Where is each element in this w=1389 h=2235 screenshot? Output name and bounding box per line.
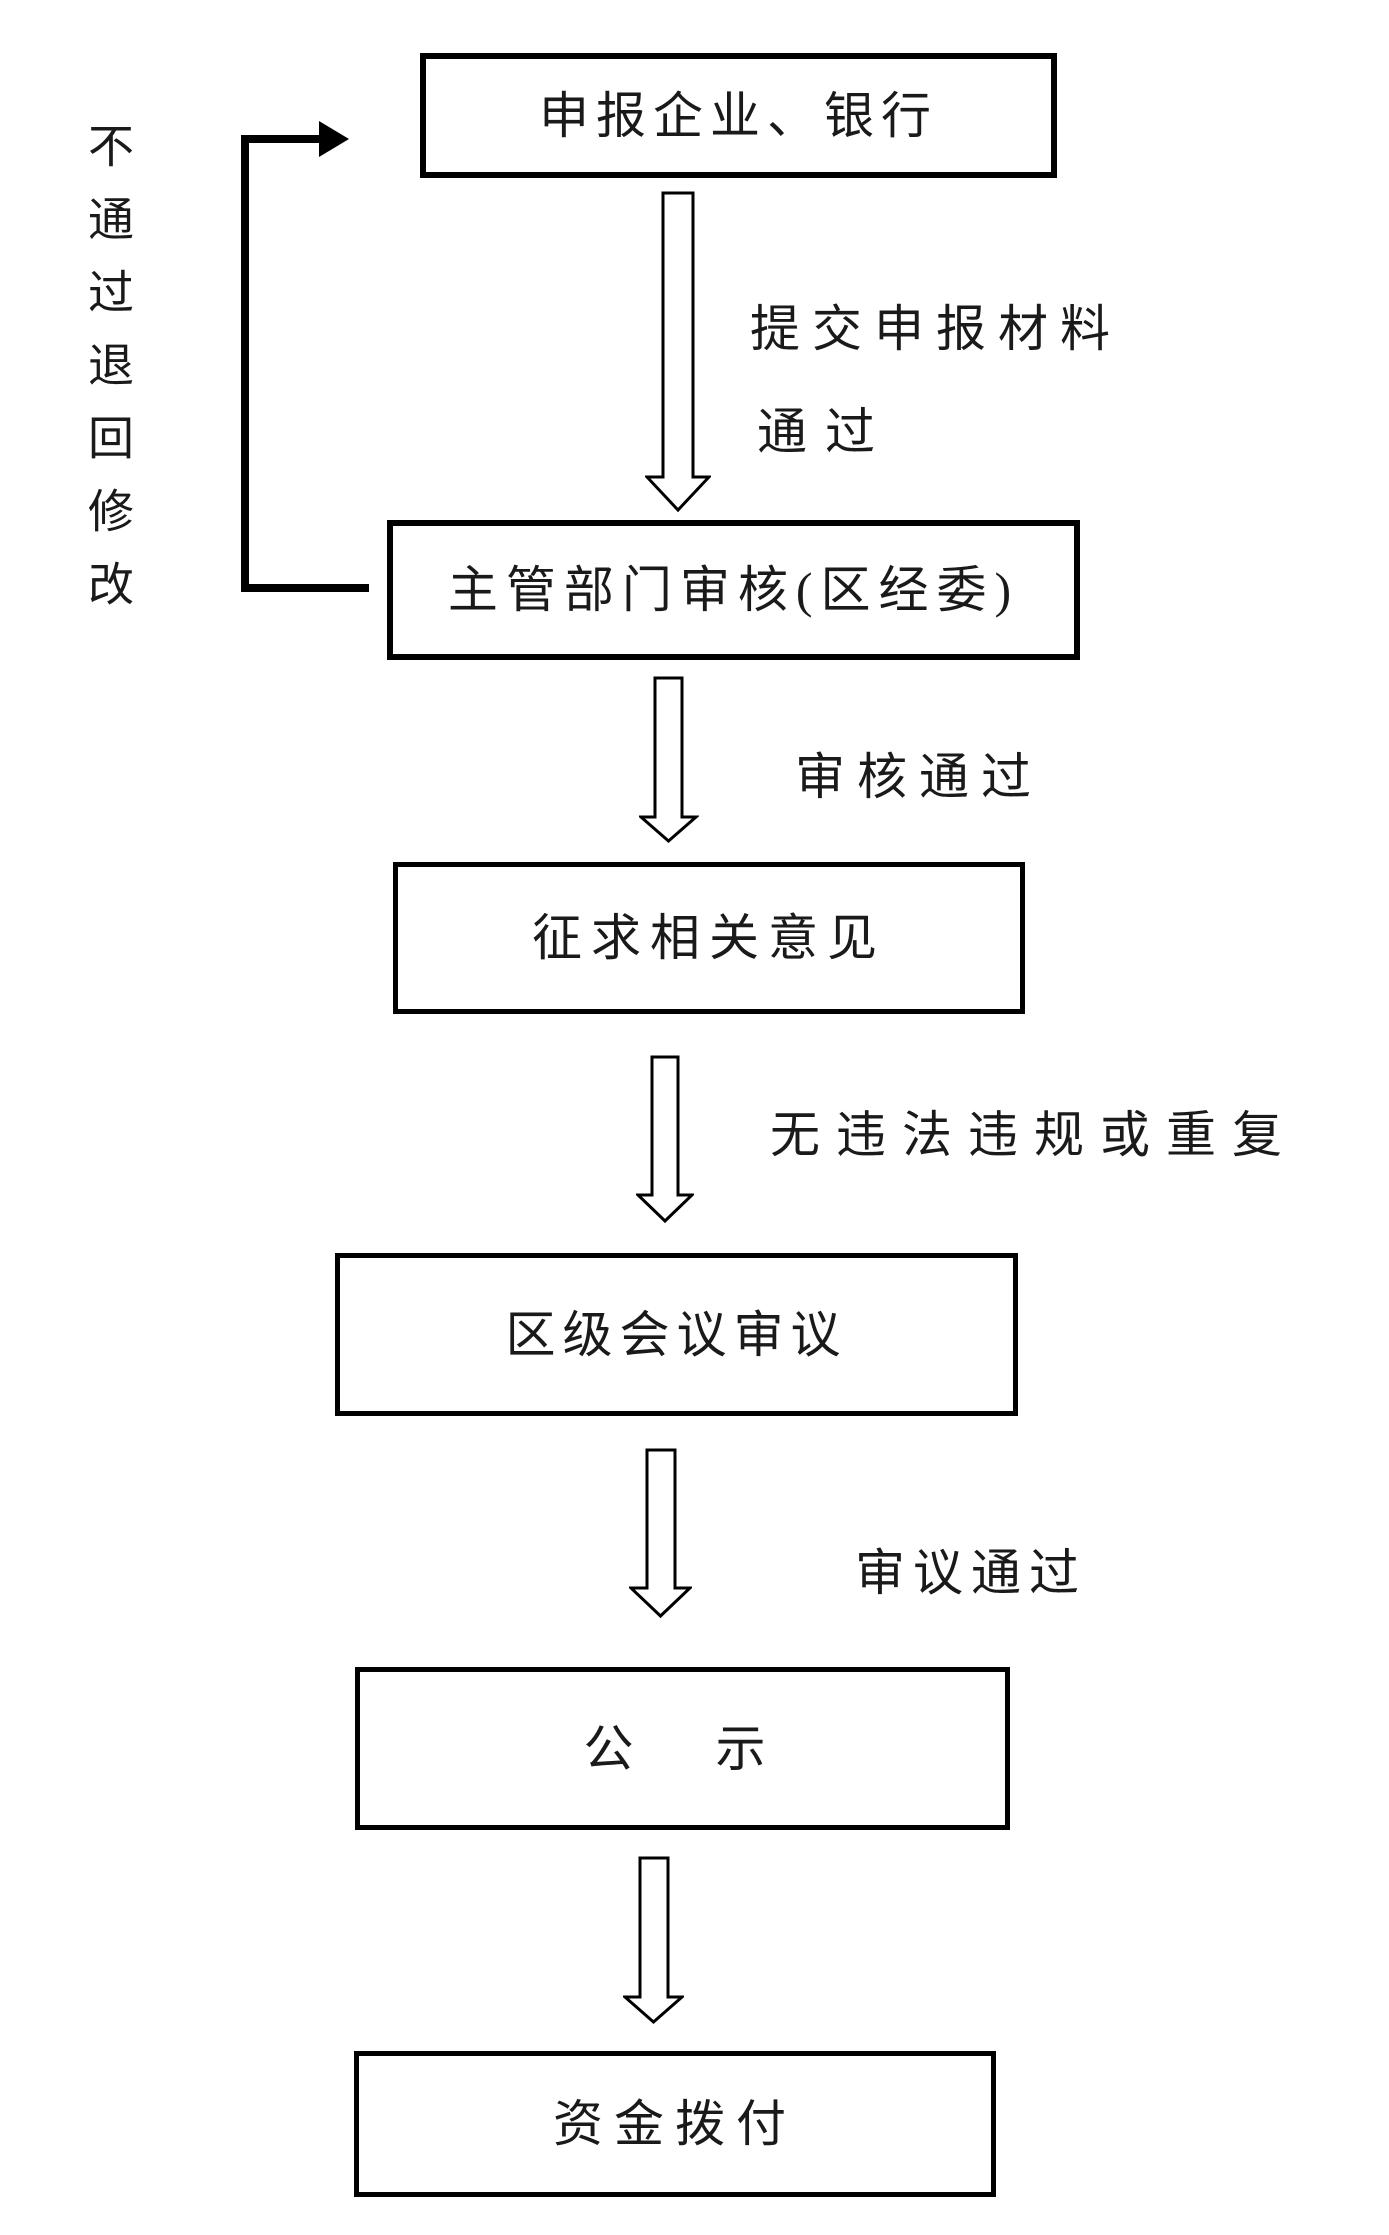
loopback-line-bottom [241, 584, 369, 592]
edge-label-deliberation-pass: 审议通过 [855, 1545, 1087, 1601]
edge-label-submit-materials: 提交申报材料 [750, 301, 1122, 357]
node-district-meeting: 区级会议审议 [335, 1253, 1018, 1416]
node-seek-opinions: 征求相关意见 [393, 862, 1025, 1014]
down-arrow-icon [639, 676, 699, 843]
loopback-line-vertical [241, 135, 249, 592]
edge-label-pass: 通过 [757, 404, 893, 460]
node-publicity: 公 示 [355, 1667, 1010, 1830]
return-note-label: 不通过退回修改 [82, 122, 133, 633]
edge-label-no-violation: 无违法违规或重复 [770, 1107, 1298, 1163]
loopback-line-top [241, 135, 319, 143]
down-arrow-icon [636, 1055, 694, 1224]
node-applicants: 申报企业、银行 [420, 53, 1057, 178]
node-authority-review: 主管部门审核(区经委) [387, 520, 1080, 660]
down-arrow-icon [629, 1448, 692, 1619]
node-fund-allocation: 资金拨付 [354, 2051, 996, 2197]
down-arrow-icon [623, 1856, 684, 2024]
loopback-arrowhead-icon [319, 121, 349, 157]
down-arrow-icon [645, 191, 711, 513]
edge-label-review-pass: 审核通过 [795, 749, 1043, 805]
